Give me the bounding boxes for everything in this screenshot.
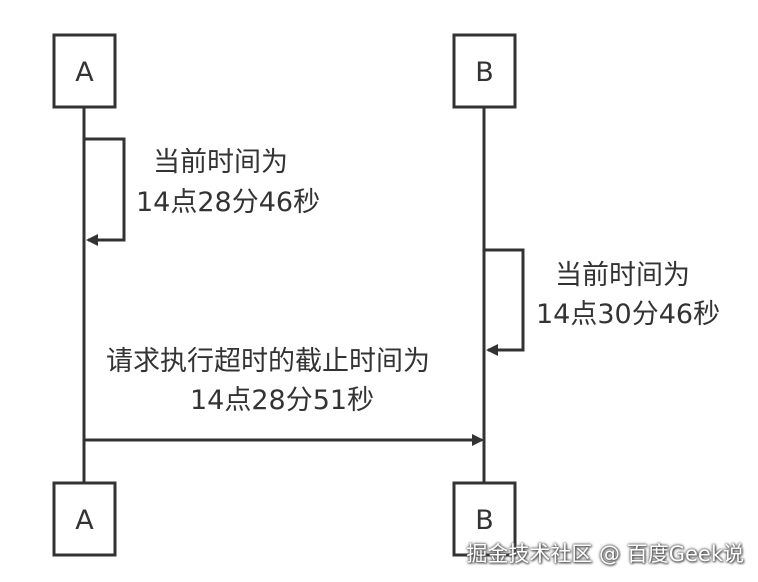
note-a-current-time-line1: 当前时间为 bbox=[153, 147, 288, 178]
actor-a-top: A bbox=[52, 33, 117, 109]
note-b-current-time-line1: 当前时间为 bbox=[555, 260, 690, 291]
actor-b-bottom-label: B bbox=[475, 505, 494, 536]
watermark: 掘金技术社区 @ 百度Geek说 bbox=[466, 542, 744, 566]
actor-a-top-label: A bbox=[75, 57, 94, 88]
actor-b-top: B bbox=[452, 33, 517, 109]
note-request-deadline-line2: 14点28分51秒 bbox=[190, 385, 375, 416]
actor-b-top-label: B bbox=[475, 57, 494, 88]
note-request-deadline-line1: 请求执行超时的截止时间为 bbox=[106, 346, 430, 377]
actor-b-bottom: B bbox=[452, 481, 517, 557]
self-message-a-arrow bbox=[85, 137, 126, 246]
actor-a-bottom: A bbox=[52, 481, 117, 557]
actor-a-bottom-label: A bbox=[75, 505, 94, 536]
note-b-current-time-line2: 14点30分46秒 bbox=[536, 299, 721, 330]
note-a-current-time-line2: 14点28分46秒 bbox=[136, 187, 321, 218]
self-message-b-arrow bbox=[485, 248, 525, 356]
